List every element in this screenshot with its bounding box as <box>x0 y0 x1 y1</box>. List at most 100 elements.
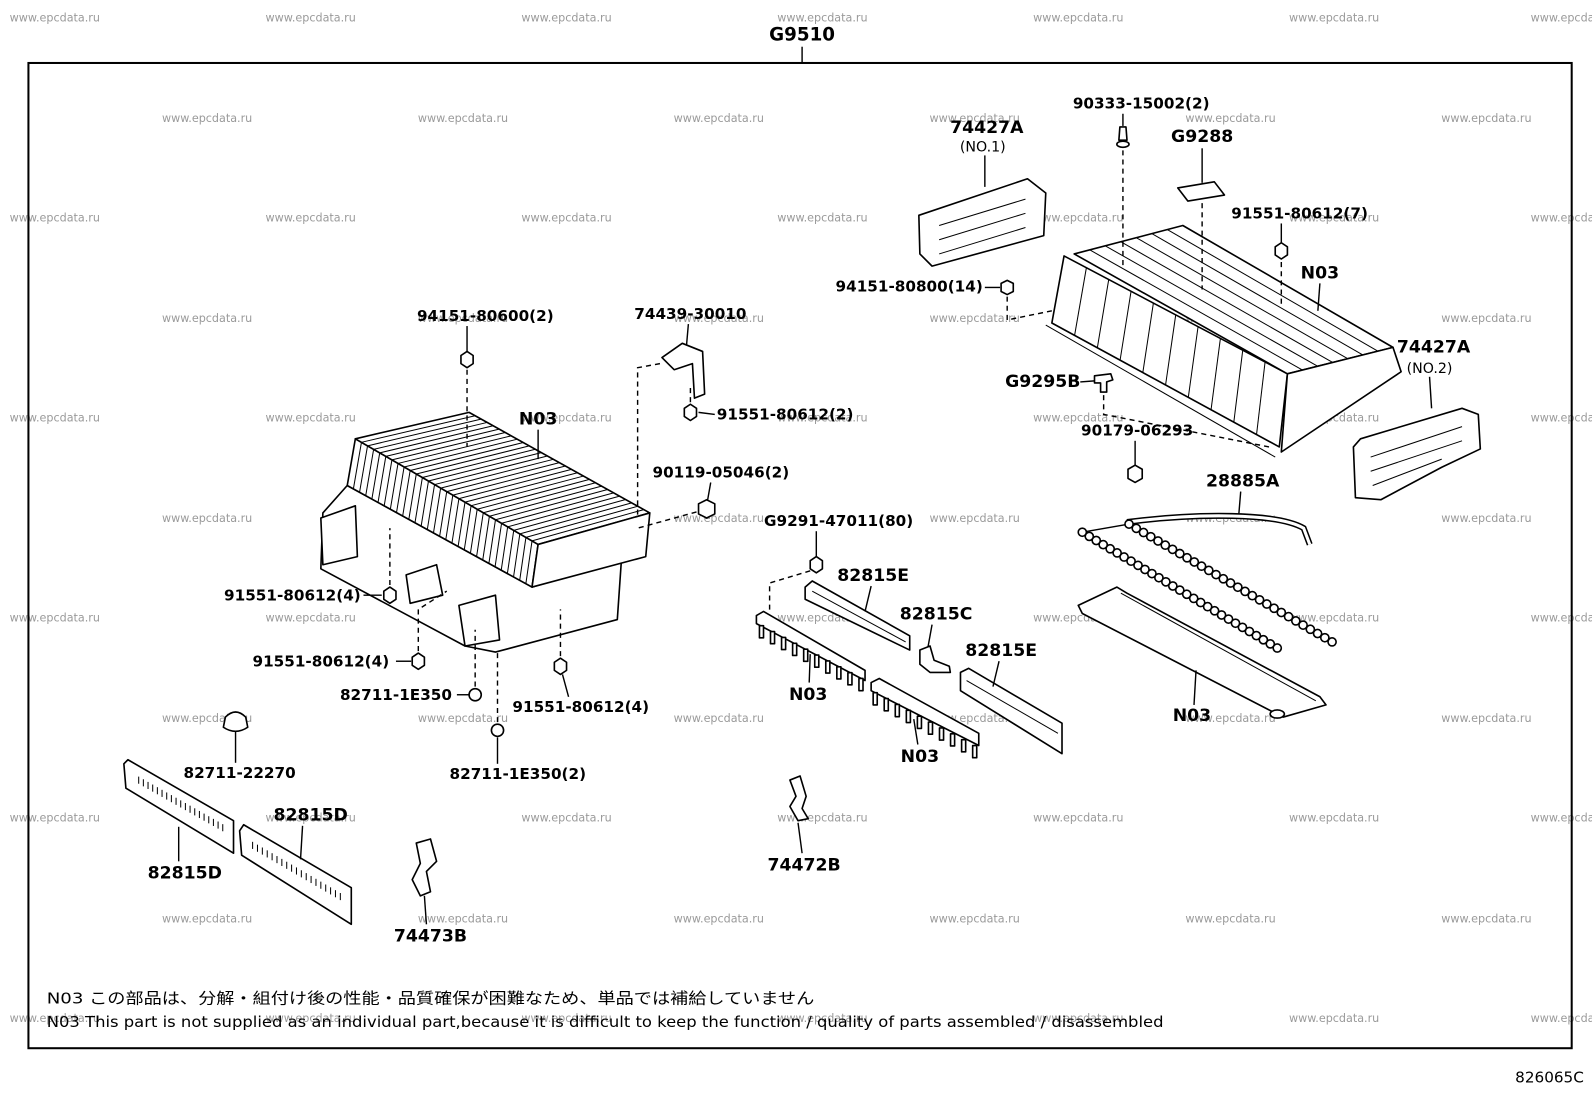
chain-bead <box>1251 630 1262 641</box>
battery-stack[interactable] <box>320 411 651 653</box>
callout-bolt-upper-case[interactable]: 91551-80612(7) <box>1231 204 1368 222</box>
battery-cell-separator <box>391 431 506 461</box>
leader-bus-bar-82815e-b <box>992 661 1000 687</box>
bolt-hex-icon[interactable] <box>683 403 698 422</box>
callout-clip-g9295b[interactable]: G9295B <box>1005 372 1080 392</box>
callout-screw-90333[interactable]: 90333-15002(2) <box>1073 95 1210 113</box>
chain-bead <box>1147 568 1157 579</box>
plug-82711-22270-icon[interactable] <box>222 711 249 733</box>
bus-bar-82815e-b-body <box>959 667 1063 755</box>
callout-upper-cover-no1[interactable]: 74427A <box>950 118 1024 138</box>
bracket-74473b-icon[interactable] <box>411 838 438 897</box>
callout-bus-bar-82815e-a[interactable]: 82815E <box>837 566 909 586</box>
callout-bracket-74439[interactable]: 74439-30010 <box>634 305 746 323</box>
callout-cover-82815d-a[interactable]: 82815D <box>274 806 348 826</box>
bolt-hex-icon[interactable] <box>1274 241 1289 260</box>
bracket-82815c[interactable] <box>919 645 952 674</box>
n03-bus-bar-b[interactable] <box>870 677 980 759</box>
bus-bar-tooth <box>916 715 923 730</box>
chain-bead <box>1319 632 1330 643</box>
callout-n03-battery-stack[interactable]: N03 <box>519 410 557 430</box>
n03-duct-tube[interactable] <box>1077 586 1327 719</box>
nut-hex-icon[interactable] <box>460 350 474 369</box>
callout-label-g9288[interactable]: G9288 <box>1171 127 1233 147</box>
callout-duct-28885a[interactable]: 28885A <box>1206 472 1280 492</box>
battery-cell-face <box>377 456 387 503</box>
watermark-text: www.epcdata.ru <box>1441 112 1531 125</box>
callout-n03-bus-bar-a[interactable]: N03 <box>789 685 827 705</box>
callout-nut-94151-80600[interactable]: 94151-80600(2) <box>417 307 554 325</box>
callout-grommet-90179[interactable]: 90179-06293 <box>1081 422 1193 440</box>
assembly-number[interactable]: G9510 <box>769 25 835 46</box>
callout-bolt-bracket[interactable]: 91551-80612(2) <box>717 405 854 423</box>
duct-28885a[interactable] <box>1077 512 1337 653</box>
callout-bracket-74473b[interactable]: 74473B <box>394 927 467 947</box>
chain-bead <box>1131 523 1142 534</box>
callout-bolt-right[interactable]: 91551-80612(4) <box>512 698 649 716</box>
chain-bead <box>1276 607 1287 618</box>
caution-label-icon[interactable] <box>1176 180 1226 202</box>
callout-n03-bus-bar-b[interactable]: N03 <box>901 747 939 767</box>
watermark-text: www.epcdata.ru <box>10 11 100 24</box>
callout-n03-upper-case[interactable]: N03 <box>1301 263 1339 283</box>
chain-bead <box>1195 597 1206 608</box>
callout-bracket-82815c[interactable]: 82815C <box>900 605 973 625</box>
callout-bracket-74472b[interactable]: 74472B <box>768 855 841 875</box>
plug-cap-icon[interactable] <box>490 723 505 738</box>
callout-plug-82711-1e350-2[interactable]: 82711-1E350(2) <box>450 765 586 783</box>
callout-nut-g9291[interactable]: G9291-47011(80) <box>764 512 913 530</box>
case-side-rib <box>1210 338 1221 410</box>
callout-bolt-left-a[interactable]: 91551-80612(4) <box>224 586 361 604</box>
bolt-hex-icon[interactable] <box>411 652 426 671</box>
chain-bead <box>1174 585 1185 596</box>
screw-90333-icon[interactable] <box>1118 126 1128 141</box>
callout-n03-duct[interactable]: N03 <box>1173 706 1211 726</box>
end-plate-no1[interactable] <box>918 177 1047 267</box>
callout-bus-bar-82815e-b[interactable]: 82815E <box>965 641 1037 661</box>
bolt-hex-icon[interactable] <box>382 586 397 605</box>
n03-bus-bar-b-body <box>870 677 980 747</box>
watermark-text: www.epcdata.ru <box>418 712 508 725</box>
bolt-90119-icon[interactable] <box>697 498 716 519</box>
nut-hex-icon[interactable] <box>1000 279 1015 296</box>
case-side-rib <box>1256 361 1266 435</box>
cover-82815d-b[interactable] <box>238 823 353 926</box>
watermark-text: www.epcdata.ru <box>777 412 867 425</box>
grommet-hex-icon[interactable] <box>1127 464 1144 484</box>
callout-cover-82815d-b[interactable]: 82815D <box>148 864 222 884</box>
bolt-hex-icon[interactable] <box>553 657 568 676</box>
watermark-text: www.epcdata.ru <box>1441 312 1531 325</box>
battery-cell-face <box>488 519 496 564</box>
battery-cell-separator <box>361 415 476 443</box>
end-plate-no2[interactable] <box>1352 407 1482 501</box>
callout-plug-82711-22270[interactable]: 82711-22270 <box>184 764 296 782</box>
n03-bus-bar-a[interactable] <box>755 610 866 692</box>
bracket-74472b-icon[interactable] <box>789 775 809 822</box>
case-top-rib <box>1089 249 1303 371</box>
case-front-face <box>1051 255 1289 448</box>
bus-bar-tooth <box>894 703 901 718</box>
chain-bead <box>1133 560 1143 571</box>
callout-plug-82711-1e350[interactable]: 82711-1E350 <box>340 686 452 704</box>
callout-upper-cover-no2[interactable]: 74427A <box>1397 337 1471 357</box>
bracket-74439-icon[interactable] <box>661 342 706 399</box>
callout-nut-94151-80800[interactable]: 94151-80800(14) <box>836 278 983 296</box>
clip-icon[interactable] <box>1093 372 1114 393</box>
watermark-text: www.epcdata.ru <box>266 612 356 625</box>
battery-cell-face <box>426 484 436 530</box>
callout-bolt-90119[interactable]: 90119-05046(2) <box>653 463 790 481</box>
bus-bar-tooth <box>905 709 912 724</box>
bus-bar-tooth <box>927 721 934 736</box>
battery-cell-separator <box>397 435 512 464</box>
nut-hex-icon[interactable] <box>809 555 824 574</box>
chain-bead <box>1181 589 1192 600</box>
battery-cell-face <box>445 495 454 540</box>
callout-bolt-left-b[interactable]: 91551-80612(4) <box>252 652 389 670</box>
watermark-text: www.epcdata.ru <box>266 812 356 825</box>
plug-cap-icon[interactable] <box>468 687 483 702</box>
duct-tube-end <box>1269 709 1286 719</box>
watermark-text: www.epcdata.ru <box>521 412 611 425</box>
bus-bar-82815e-b[interactable] <box>959 667 1063 755</box>
cover-82815d-a[interactable] <box>123 758 235 855</box>
bus-bar-82815e-a[interactable] <box>804 580 911 651</box>
